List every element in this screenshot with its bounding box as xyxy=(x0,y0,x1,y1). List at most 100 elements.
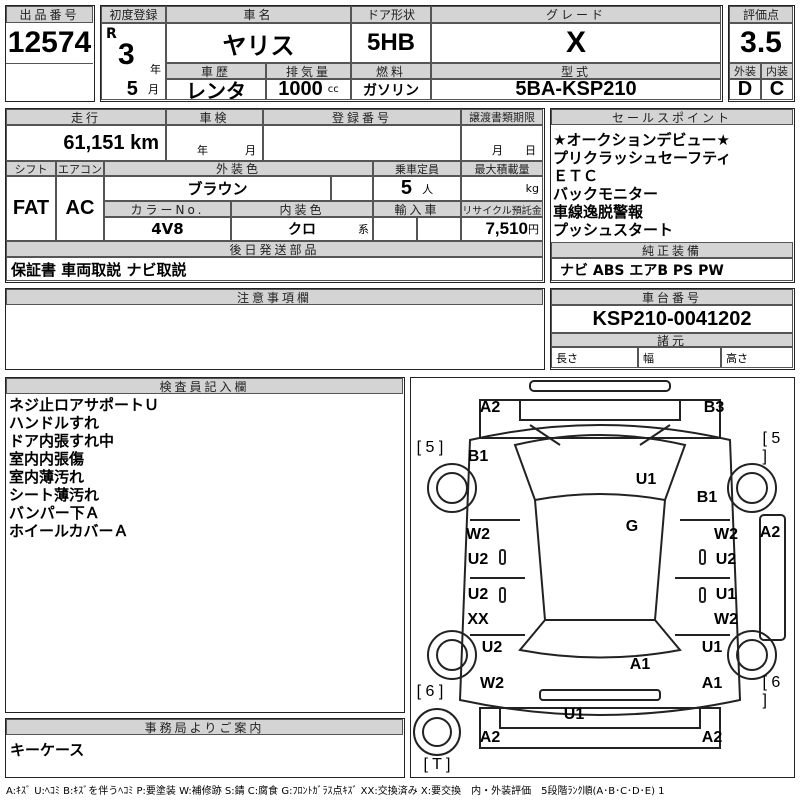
sales-point: ★オークションデビュー★ xyxy=(553,131,730,149)
damage-mark: A2 xyxy=(759,524,781,541)
inspector-note: バンパー下Ａ xyxy=(9,504,100,522)
import-label: 輸入車 xyxy=(373,201,461,217)
mileage-label: 走行 xyxy=(6,109,166,125)
int-color: クロ xyxy=(288,222,316,238)
damage-mark: W2 xyxy=(480,675,504,692)
chassis-number: KSP210-0041202 xyxy=(551,305,793,333)
recycle-label: リサイクル預託金 xyxy=(461,201,543,217)
first-reg-year-cell: R 3 年 xyxy=(101,23,166,79)
history: レンタ xyxy=(166,79,266,100)
capacity: 5 xyxy=(400,177,412,199)
capacity-label: 乗車定員 xyxy=(373,161,461,176)
color-no: 4V8 xyxy=(104,217,231,241)
damage-mark: B3 xyxy=(703,399,725,416)
int-color-label: 内装色 xyxy=(231,201,373,217)
import-cell-2 xyxy=(417,217,461,241)
sales-point: 車線逸脱警報 xyxy=(553,203,644,221)
chassis-label: 車台番号 xyxy=(551,289,793,305)
ac: AC xyxy=(56,176,104,241)
damage-mark: U2 xyxy=(481,639,503,656)
width-label: 幅 xyxy=(638,347,721,368)
inspector-note: ドア内張すれ中 xyxy=(9,432,115,450)
displacement: 1000 xyxy=(278,79,323,100)
damage-mark: W2 xyxy=(714,611,738,628)
height-label: 高さ xyxy=(721,347,793,368)
tire-depth-mark: [ 5 ] xyxy=(762,430,781,465)
length-label: 長さ xyxy=(551,347,638,368)
capacity-unit: 人 xyxy=(422,182,434,196)
tire-depth-mark: [ 6 ] xyxy=(416,683,444,700)
door-type: 5HB xyxy=(351,23,431,63)
inspector-label: 検査員記入欄 xyxy=(6,378,403,394)
recycle-fee: 7,510 xyxy=(485,219,528,238)
damage-mark: U2 xyxy=(467,586,489,603)
ext-color: ブラウン xyxy=(104,176,331,201)
inspector-notes: ネジ止ロアサポートＵ ハンドルすれ ドア内張すれ中 室内内張傷 室内薄汚れ シー… xyxy=(9,396,159,540)
damage-mark: W2 xyxy=(714,526,738,543)
inspector-note: シート薄汚れ xyxy=(9,486,100,504)
shift-label: シフト xyxy=(6,161,56,176)
transfer-day-unit: 日 xyxy=(525,144,536,157)
reg-no-value xyxy=(263,125,461,161)
lot-blank xyxy=(6,63,93,100)
grade: X xyxy=(431,23,721,63)
damage-mark: A2 xyxy=(479,729,501,746)
era: R xyxy=(106,26,117,42)
damage-mark: A2 xyxy=(701,729,723,746)
inspector-note: 室内薄汚れ xyxy=(9,468,85,486)
details-box: 走行 車検 登録番号 譲渡書類期限 61,151 km 年 月 月 日 シフト … xyxy=(5,108,545,283)
max-load-label: 最大積載量 xyxy=(461,161,543,176)
displacement-unit: cc xyxy=(327,84,339,95)
color-no-label: カラーNo. xyxy=(104,201,231,217)
chassis-box: 車台番号 KSP210-0041202 諸元 長さ 幅 高さ xyxy=(550,288,795,370)
sales-point: プッシュスタート xyxy=(553,221,674,239)
reg-no-label: 登録番号 xyxy=(263,109,461,125)
tire-depth-mark: [ 6 ] xyxy=(762,674,781,709)
score-box: 評価点 3.5 外装 内装 D C xyxy=(728,5,795,102)
reg-month: 5 xyxy=(126,79,138,100)
legend: A:ｷｽﾞ U:ﾍｺﾐ B:ｷｽﾞを伴うﾍｺﾐ P:要塗装 W:補修跡 S:錆 … xyxy=(6,786,665,797)
transfer-cell: 月 日 xyxy=(461,125,543,161)
damage-mark: A1 xyxy=(629,656,651,673)
car-name-label: 車名 xyxy=(166,6,351,23)
office-box: 事務局よりご案内 キーケース xyxy=(5,718,405,778)
shift: FAT xyxy=(6,176,56,241)
fuel-label: 燃料 xyxy=(351,63,431,79)
ext-color-label: 外装色 xyxy=(104,161,373,176)
lot-box: 出品番号 12574 xyxy=(5,5,95,102)
ac-label: エアコン xyxy=(56,161,104,176)
notes-box: 注意事項欄 xyxy=(5,288,545,370)
ext-score: D xyxy=(729,79,761,100)
ext-label: 外装 xyxy=(729,63,761,79)
score-value: 3.5 xyxy=(729,23,793,63)
history-label: 車歴 xyxy=(166,63,266,79)
later-parts-label: 後日発送部品 xyxy=(6,241,543,257)
damage-mark: U2 xyxy=(467,551,489,568)
damage-mark: G xyxy=(625,518,639,535)
inspection-month-unit: 月 xyxy=(245,144,256,157)
transfer-month-unit: 月 xyxy=(492,144,503,157)
first-reg-month-cell: 5 月 xyxy=(101,79,166,100)
inspection-year-unit: 年 xyxy=(197,144,208,157)
inspection-label: 車検 xyxy=(166,109,263,125)
lot-number: 12574 xyxy=(7,26,92,59)
ext-color-extra xyxy=(331,176,373,201)
model-label: 型式 xyxy=(431,63,721,79)
int-label: 内装 xyxy=(761,63,793,79)
sales-points-label: セールスポイント xyxy=(551,109,793,125)
inspector-note: ネジ止ロアサポートＵ xyxy=(9,396,160,414)
displacement-cell: 1000 cc xyxy=(266,79,351,100)
damage-diagram-box xyxy=(410,377,795,778)
office-label: 事務局よりご案内 xyxy=(6,719,403,735)
spare-tire-mark: [ T ] xyxy=(423,756,451,773)
damage-mark: U1 xyxy=(635,471,657,488)
notes-label: 注意事項欄 xyxy=(6,289,543,305)
import-cell-1 xyxy=(373,217,417,241)
month-unit: 月 xyxy=(148,83,159,96)
inspection-cell: 年 月 xyxy=(166,125,263,161)
sales-points-list: ★オークションデビュー★ プリクラッシュセーフティ ＥＴＣ バックモニター 車線… xyxy=(553,131,731,239)
damage-mark: A1 xyxy=(701,675,723,692)
grade-label: グレード xyxy=(431,6,721,23)
